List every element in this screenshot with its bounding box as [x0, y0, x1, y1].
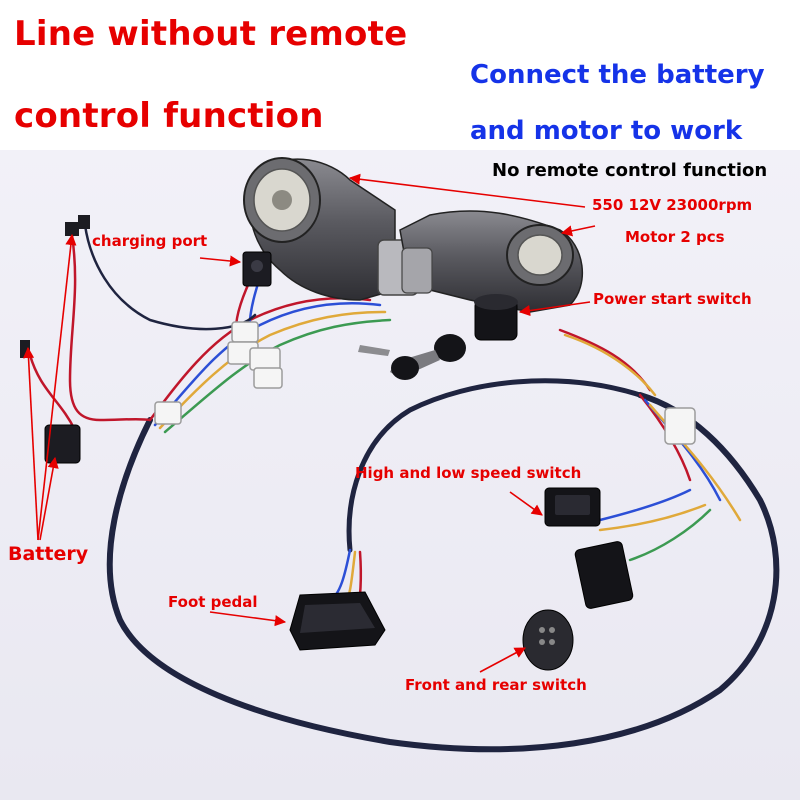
- header-band: [0, 0, 800, 150]
- arrow-charging-port: [199, 255, 242, 267]
- title-line-2: control function: [14, 96, 324, 136]
- annotation-arrows: [22, 173, 596, 673]
- motor-gearbox-2: [399, 210, 584, 313]
- label-foot-pedal: Foot pedal: [168, 593, 258, 611]
- arrow-motor-spec: [348, 173, 586, 208]
- front-rear-gear-shifter: [522, 541, 634, 671]
- label-high-low-speed-switch: High and low speed switch: [355, 464, 582, 482]
- label-battery: Battery: [8, 543, 89, 565]
- label-front-rear-switch: Front and rear switch: [405, 676, 587, 694]
- arrow-power-switch: [518, 301, 591, 317]
- label-power-start-switch: Power start switch: [593, 290, 752, 308]
- subtitle-line-2: and motor to work: [470, 116, 743, 146]
- label-charging-port: charging port: [92, 232, 208, 250]
- white-connectors: [154, 321, 696, 445]
- high-low-speed-switch-component: [544, 487, 601, 527]
- charging-port-component: [242, 251, 272, 287]
- arrow-battery-2: [22, 346, 39, 541]
- label-motor-spec: 550 12V 23000rpm: [592, 196, 753, 214]
- arrow-motor-count: [560, 225, 596, 237]
- inner-harness-wire: [346, 378, 643, 553]
- motor-gearbox-1: [243, 157, 419, 301]
- arrow-foot-pedal: [209, 611, 287, 627]
- label-motor-count: Motor 2 pcs: [625, 228, 725, 246]
- subtitle-line-1: Connect the battery: [470, 60, 765, 90]
- arrow-speed-switch: [509, 491, 543, 516]
- arrow-battery-1: [37, 233, 77, 541]
- arrow-gear-shifter: [479, 647, 526, 673]
- arrow-battery-3: [39, 456, 59, 541]
- main-harness-wire: [106, 392, 780, 753]
- no-remote-note: No remote control function: [492, 160, 768, 181]
- foot-pedal-component: [289, 591, 386, 651]
- title-line-1: Line without remote: [14, 14, 408, 54]
- power-start-key-switch: [358, 294, 518, 380]
